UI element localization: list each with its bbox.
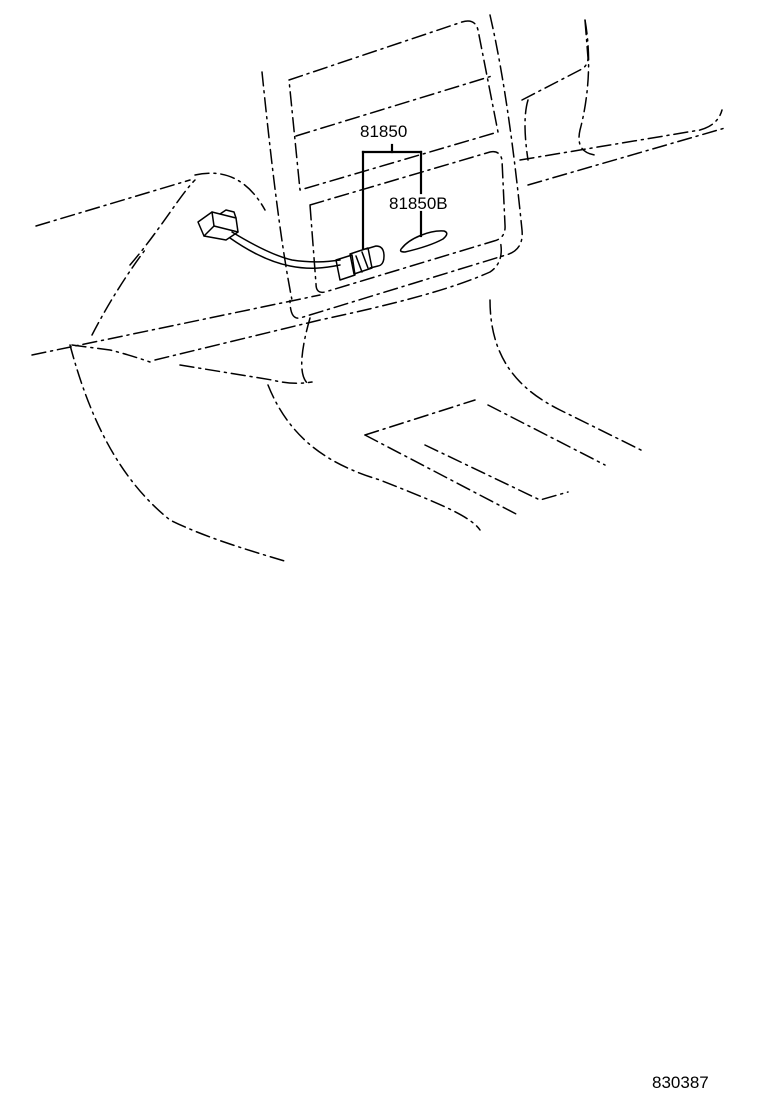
floor-tunnel-outline xyxy=(267,299,646,531)
leader-lines xyxy=(361,143,423,250)
connector-plug xyxy=(197,209,239,241)
side-panel-outline xyxy=(519,19,726,186)
socket-part-81850 xyxy=(335,245,385,281)
label-81850B: 81850B xyxy=(389,194,448,213)
figure-number: 830387 xyxy=(652,1073,709,1092)
label-81850: 81850 xyxy=(360,122,407,141)
wire-harness xyxy=(229,231,341,269)
cover-part-81850B xyxy=(399,230,448,253)
center-console-outline xyxy=(31,14,523,563)
